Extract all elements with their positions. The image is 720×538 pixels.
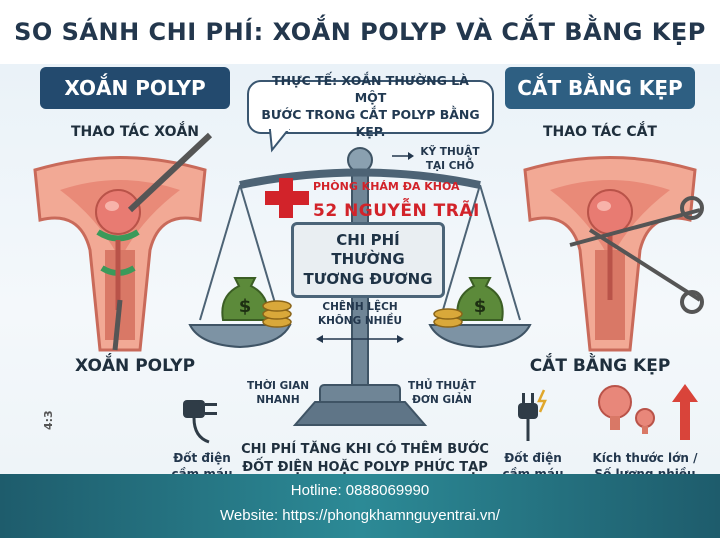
- technique-line2: TẠI CHỖ: [425, 159, 475, 172]
- left-method-tag: XOẮN POLYP: [40, 67, 230, 109]
- right-method-label: CẮT BẰNG KẸP: [529, 356, 671, 376]
- time-note: THỜI GIAN NHANH: [246, 380, 310, 407]
- difference-line1: CHÊNH LỆCH: [322, 301, 398, 313]
- simple-note: THỦ THUẬT ĐƠN GIẢN: [406, 380, 478, 407]
- bubble-line1: THỰC TẾ: XOẮN THƯỜNG LÀ MỘT: [272, 73, 469, 106]
- difference-double-arrow-icon: [316, 335, 404, 343]
- technique-line1: KỸ THUẬT: [420, 146, 480, 158]
- center-line1: CHI PHÍ: [336, 230, 400, 249]
- up-arrow-icon: [672, 384, 698, 440]
- cost-increase-line2: ĐỐT ĐIỆN HOẶC POLYP PHỨC TẠP: [242, 459, 488, 475]
- fact-speech-bubble: THỰC TẾ: XOẮN THƯỜNG LÀ MỘT BƯỚC TRONG C…: [247, 73, 494, 139]
- difference-note: CHÊNH LỆCH KHÔNG NHIỀU: [310, 301, 410, 328]
- time-line1: THỜI GIAN: [246, 380, 310, 392]
- website-link[interactable]: Website: https://phongkhamnguyentrai.vn/: [220, 507, 500, 524]
- center-line3: TƯƠNG ĐƯƠNG: [303, 269, 433, 288]
- center-line2: THƯỜNG: [331, 250, 405, 269]
- clinic-cross-logo: [265, 178, 309, 218]
- svg-text:$: $: [239, 296, 252, 317]
- right-tool-caption-line1: Đốt điện: [504, 451, 562, 465]
- clinic-name: PHÒNG KHÁM ĐA KHOA: [313, 180, 460, 193]
- left-money-bag-icon: $: [221, 277, 292, 328]
- bubble-tail: [268, 127, 291, 153]
- bubble-line2: BƯỚC TRONG CẮT POLYP BẰNG KẸP.: [261, 107, 480, 139]
- left-action-label: THAO TÁC XOẮN: [70, 124, 200, 140]
- balance-scale-illustration: [188, 147, 532, 426]
- aspect-ratio-label: 4:3: [42, 410, 55, 430]
- svg-text:$: $: [474, 296, 487, 317]
- polyp-sizes-icon: [598, 385, 655, 434]
- clinic-address: 52 NGUYỄN TRÃI: [313, 201, 480, 221]
- technique-note: KỸ THUẬT TẠI CHỖ: [418, 146, 482, 173]
- left-method-label: XOẮN POLYP: [74, 356, 196, 376]
- cost-increase-caption: CHI PHÍ TĂNG KHI CÓ THÊM BƯỚC ĐỐT ĐIỆN H…: [230, 441, 500, 476]
- right-money-bag-icon: $: [433, 277, 504, 328]
- right-method-tag: CẮT BẰNG KẸP: [505, 67, 695, 109]
- difference-line2: KHÔNG NHIỀU: [317, 314, 403, 327]
- time-line2: NHANH: [256, 393, 300, 406]
- cost-increase-line1: CHI PHÍ TĂNG KHI CÓ THÊM BƯỚC: [241, 442, 489, 457]
- page-title: SO SÁNH CHI PHÍ: XOẮN POLYP VÀ CẮT BẰNG …: [0, 0, 720, 64]
- left-uterus-illustration: [33, 132, 213, 352]
- right-size-caption-line1: Kích thước lớn /: [592, 451, 698, 465]
- technique-arrow-icon: [392, 152, 414, 160]
- plug-icon: [183, 400, 217, 444]
- simple-line1: THỦ THUẬT: [408, 380, 476, 392]
- hotline-text: Hotline: 0888069990: [290, 482, 430, 499]
- cost-equal-box: CHI PHÍ THƯỜNG TƯƠNG ĐƯƠNG: [291, 222, 445, 298]
- right-uterus-illustration: [523, 156, 704, 352]
- right-plug-icon: [518, 389, 547, 441]
- left-tool-caption-line1: Đốt điện: [173, 451, 231, 465]
- right-action-label: THAO TÁC CẮT: [543, 124, 657, 140]
- footer-bar: Hotline: 0888069990 Website: https://pho…: [0, 474, 720, 538]
- simple-line2: ĐƠN GIẢN: [412, 393, 472, 406]
